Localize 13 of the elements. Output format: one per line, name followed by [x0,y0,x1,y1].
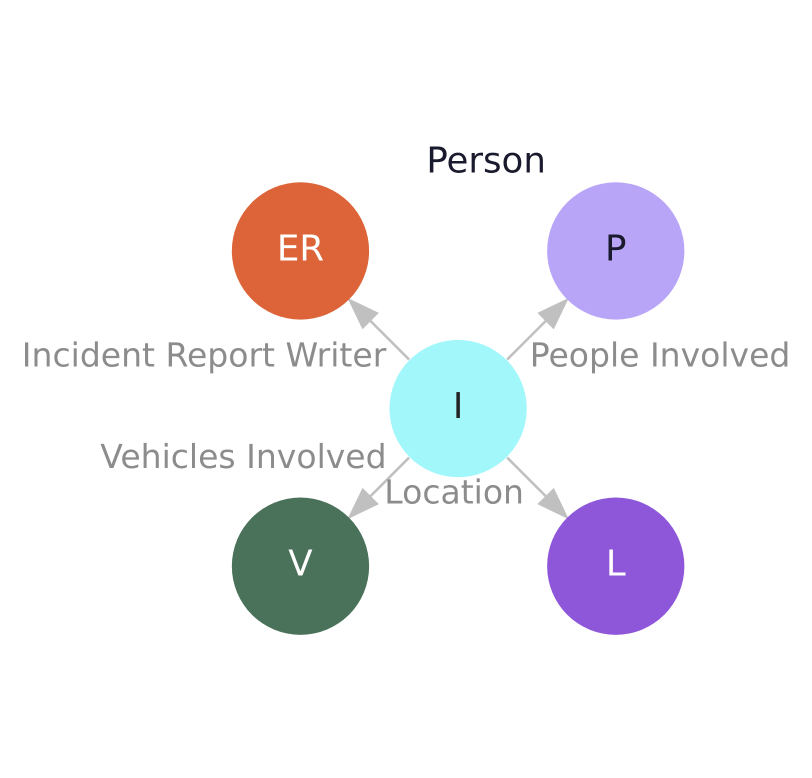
edge-label: People Involved [530,335,790,374]
arrow [506,297,569,360]
arrow [347,456,410,519]
node-circle: L [547,497,684,634]
node-circle: V [232,497,370,634]
node-label: Person [426,140,546,182]
arrow [347,297,410,360]
node-circle: ER [232,182,370,320]
arrow [506,456,569,519]
node-circle: P [547,182,684,320]
node-circle: I [389,339,527,477]
edge-label: Vehicles Involved [100,436,387,476]
edge-label: Incident Report Writer [22,335,386,374]
